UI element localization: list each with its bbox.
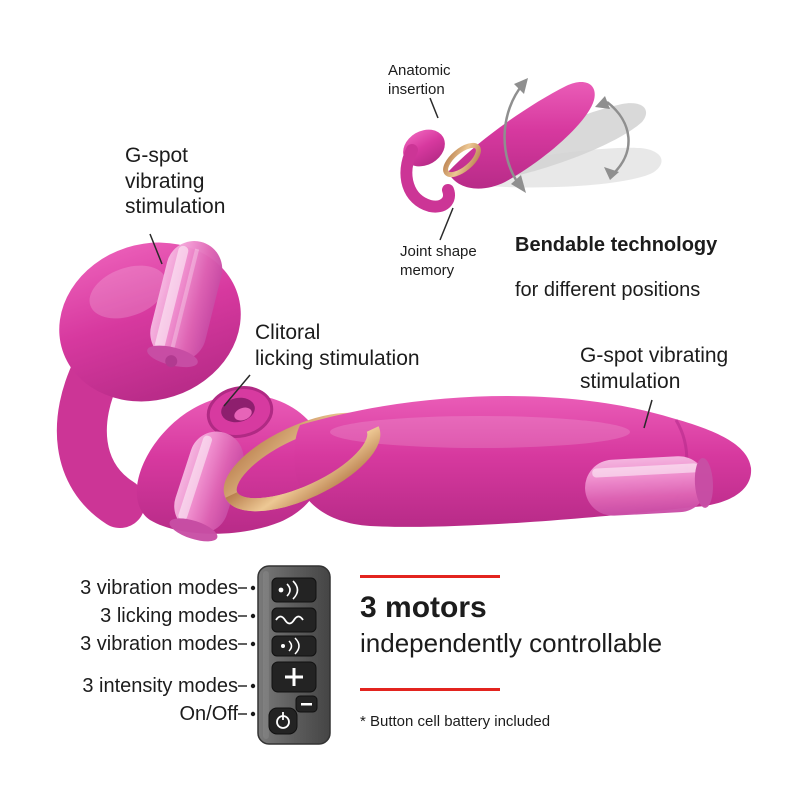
leader-joint	[439, 207, 454, 241]
bendable-subtitle: for different positions	[515, 279, 701, 302]
label-joint-shape-memory: Joint shape memory	[400, 243, 477, 279]
mini-product-hook	[400, 144, 455, 213]
remote-plus-button	[271, 661, 317, 693]
mini-product-shaft	[448, 82, 595, 189]
label-anatomic-insertion: Anatomic insertion	[388, 62, 451, 98]
shaft-highlight	[330, 416, 630, 448]
leader-anatomic	[429, 97, 439, 119]
remote-power-button	[268, 707, 298, 735]
bulb-highlight	[89, 265, 167, 319]
red-divider-top	[360, 575, 500, 578]
remote-dot-4	[250, 683, 256, 689]
label-gspot-left: G-spot vibrating stimulation	[125, 144, 226, 219]
bulb-motor	[147, 241, 223, 368]
remote-vibration-button-2	[271, 635, 317, 657]
gold-ring-front	[225, 426, 381, 512]
label-on-off: On/Off	[179, 703, 238, 725]
red-divider-bottom	[360, 688, 500, 691]
vibration-icon	[278, 580, 299, 600]
label-mode-licking: 3 licking modes	[100, 605, 238, 627]
remote-control	[250, 565, 331, 745]
bendable-title: Bendable technology	[515, 233, 718, 256]
plus-icon	[285, 668, 303, 686]
main-product-illustration	[56, 241, 752, 542]
shaft-motor	[585, 456, 714, 516]
motors-subtitle: independently controllable	[360, 628, 663, 658]
minus-icon	[301, 703, 312, 706]
label-clitoral: Clitoral licking stimulation	[255, 321, 420, 370]
remote-body-highlight	[263, 571, 269, 739]
remote-vibration-button-1	[271, 577, 317, 603]
bendable-demo-illustration	[400, 78, 662, 213]
ghost-position-2	[470, 147, 662, 188]
remote-dot-2	[250, 613, 256, 619]
bend-arrow-right-icon	[595, 96, 630, 180]
bendable-technology-block: Bendable technology for different positi…	[515, 212, 717, 323]
label-gspot-right: G-spot vibrating stimulation	[580, 344, 729, 393]
licking-stimulator	[206, 386, 274, 438]
licking-wave-icon	[275, 615, 304, 625]
mini-product-gold-ring	[443, 142, 481, 178]
power-icon	[276, 712, 290, 729]
leader-gspot-left	[149, 233, 163, 265]
bend-arrow-left-icon	[503, 78, 528, 193]
label-mode-vibration-1: 3 vibration modes	[80, 577, 238, 599]
battery-footnote: * Button cell battery included	[360, 713, 551, 730]
remote-minus-button	[295, 695, 318, 713]
vibration-icon	[281, 637, 300, 655]
base-motor	[169, 431, 244, 542]
label-mode-vibration-2: 3 vibration modes	[80, 633, 238, 655]
leader-clitoral	[223, 374, 251, 407]
remote-dot-5	[250, 711, 256, 717]
remote-dot-1	[250, 585, 256, 591]
motors-title: 3 motors	[360, 591, 487, 624]
leader-gspot-right	[643, 399, 653, 429]
remote-licking-button	[271, 607, 317, 633]
remote-dot-3	[250, 641, 256, 647]
label-mode-intensity: 3 intensity modes	[82, 675, 238, 697]
leader-lines	[149, 97, 653, 715]
